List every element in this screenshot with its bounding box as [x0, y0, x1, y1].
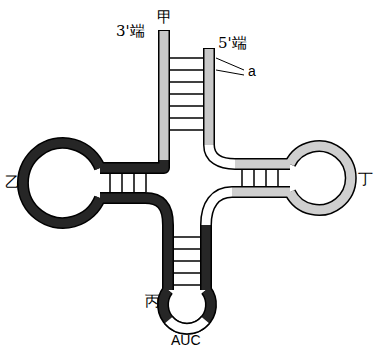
- base-pair: [145, 174, 147, 192]
- base-pair: [170, 93, 203, 95]
- strand-outline: [163, 290, 211, 329]
- base-pair: [277, 170, 279, 186]
- part-label: a: [248, 63, 256, 79]
- leader-line: [216, 70, 244, 75]
- base-pair: [121, 174, 123, 192]
- part-label: 甲: [157, 8, 172, 26]
- strand-outline: [23, 143, 100, 223]
- leader-lines: [216, 58, 244, 75]
- t-arm-strand: [232, 188, 290, 197]
- base-pair: [265, 170, 267, 186]
- base-pair: [170, 129, 203, 131]
- part-label: 乙: [5, 173, 20, 191]
- acceptor-strand: [205, 49, 214, 145]
- base-pair: [174, 236, 200, 238]
- base-pair: [133, 174, 135, 192]
- part-label: 3'端: [116, 22, 145, 40]
- base-pair: [170, 105, 203, 107]
- label-position: 5'端: [218, 34, 247, 52]
- base-pair: [241, 170, 243, 186]
- anticodon-segment: [169, 320, 206, 329]
- label-position: AUC: [171, 331, 201, 349]
- base-pair: [170, 117, 203, 119]
- t-arm-strand: [235, 160, 290, 169]
- base-pair: [174, 272, 200, 274]
- base-pair: [170, 57, 203, 59]
- strand-outline: [209, 48, 290, 164]
- t-loop: [290, 146, 351, 210]
- strand-fills: [23, 31, 351, 329]
- label-position: 甲: [157, 8, 172, 26]
- strand-outline: [100, 198, 168, 290]
- strand-outline: [100, 30, 164, 168]
- d-arm-strand: [100, 160, 164, 168]
- label-position: 丁: [358, 170, 373, 188]
- label-position: 丙: [145, 292, 160, 310]
- linker-strand: [209, 145, 235, 164]
- anticodon-loop: [163, 290, 211, 329]
- anticodon-outline: [169, 320, 206, 329]
- d-loop: [23, 143, 100, 223]
- leader-line: [216, 58, 244, 70]
- base-pair: [170, 69, 203, 71]
- anticodon-label: AUC: [171, 332, 201, 348]
- anticodon-strand: [202, 225, 211, 290]
- base-pair: [174, 284, 200, 286]
- part-label: 丁: [358, 170, 373, 188]
- part-label: 5'端: [218, 34, 247, 52]
- part-label: 丙: [145, 292, 160, 310]
- base-pairs: [110, 58, 278, 285]
- strand-outline: [206, 192, 290, 290]
- label-position: 3'端: [116, 22, 145, 40]
- variable-loop: [206, 192, 232, 225]
- label-position: 乙: [5, 173, 20, 191]
- strand-outline: [290, 146, 351, 210]
- base-pair: [174, 248, 200, 250]
- label-position: a: [248, 62, 256, 80]
- base-pair: [170, 81, 203, 83]
- strand-outlines: [23, 30, 351, 329]
- base-pair: [253, 170, 255, 186]
- anticodon-strand: [100, 198, 168, 290]
- acceptor-strand: [160, 31, 169, 160]
- base-pair: [109, 174, 111, 192]
- base-pair: [174, 260, 200, 262]
